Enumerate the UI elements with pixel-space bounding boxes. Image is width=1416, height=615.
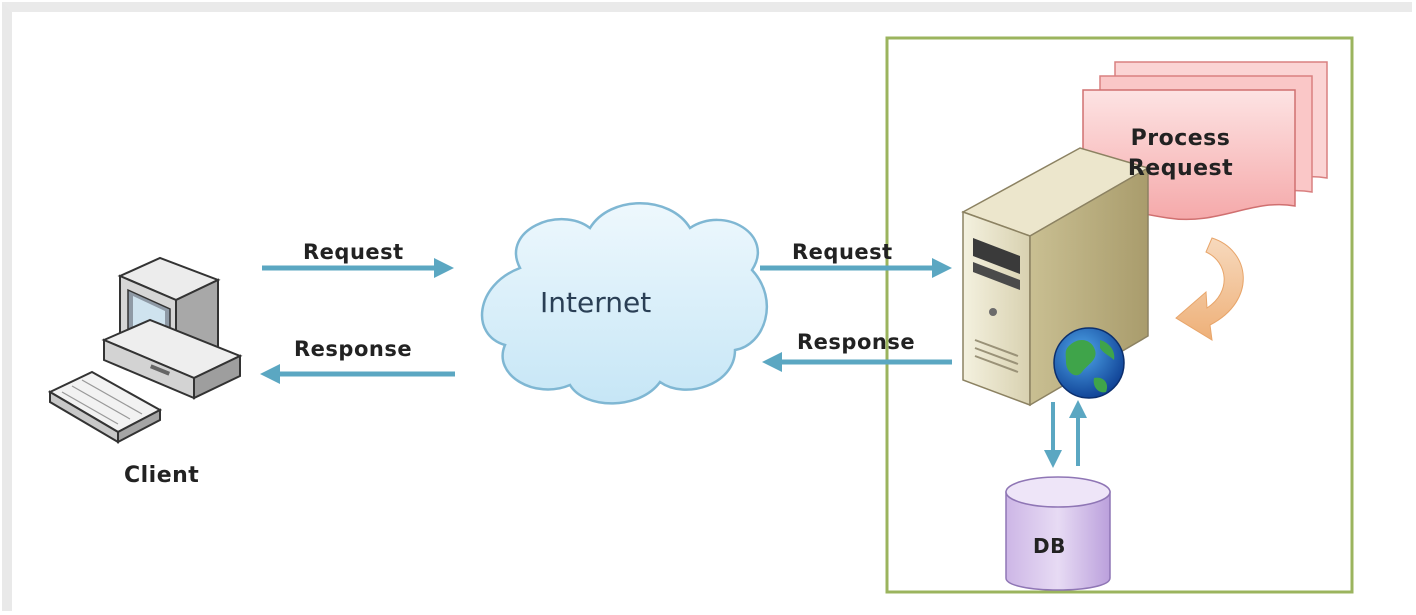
client-response-label: Response xyxy=(294,337,413,361)
server-response-label: Response xyxy=(797,330,916,354)
internet-cloud-icon xyxy=(480,202,769,405)
client-request-arrow xyxy=(262,258,454,278)
server-response-arrow xyxy=(762,352,952,372)
globe-icon xyxy=(1053,327,1125,399)
server-request-label: Request xyxy=(792,240,893,264)
client-label: Client xyxy=(124,463,200,488)
processing-loop-arrow-icon xyxy=(1175,237,1244,341)
db-label: DB xyxy=(1033,534,1066,558)
client-request-label: Request xyxy=(303,240,404,264)
process-request-label: Process Request xyxy=(1093,124,1268,184)
client-response-arrow xyxy=(260,364,455,384)
db-up-arrow xyxy=(1069,400,1087,466)
server-request-arrow xyxy=(760,258,952,278)
client-computer-icon xyxy=(47,256,243,444)
db-down-arrow xyxy=(1044,402,1062,468)
process-request-line1: Process xyxy=(1130,126,1231,151)
internet-label: Internet xyxy=(540,286,652,319)
server-boundary-box xyxy=(885,36,1354,594)
process-request-line2: Request xyxy=(1127,156,1234,181)
database-icon xyxy=(1005,476,1111,591)
